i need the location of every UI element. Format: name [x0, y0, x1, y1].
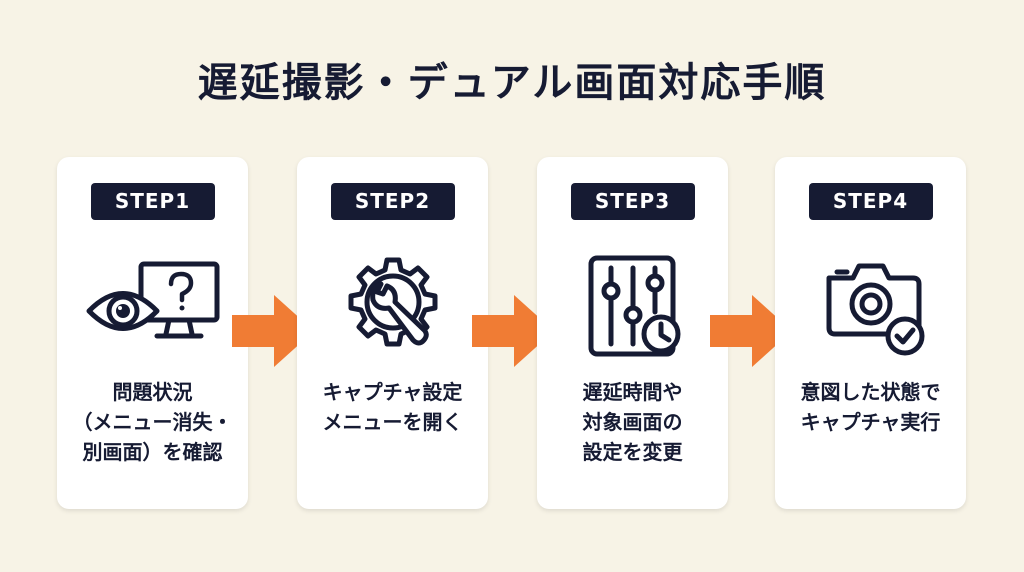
- page-title: 遅延撮影・デュアル画面対応手順: [197, 60, 827, 106]
- step-3-caption-line: 対象画面の: [582, 410, 683, 434]
- step-4-badge: STEP4: [808, 183, 933, 220]
- eye-monitor-question-icon: [83, 254, 223, 359]
- arrow-right-icon: [710, 295, 792, 367]
- step-1-caption-line: （メニュー消失・: [72, 410, 233, 434]
- step-4-card: STEP4 意図した状態で キャプチャ実行: [775, 157, 966, 509]
- arrow-right-icon: [232, 295, 314, 367]
- camera-check-icon: [801, 254, 941, 359]
- step-4-caption-line: キャプチャ実行: [800, 410, 941, 434]
- step-1-badge: STEP1: [90, 183, 215, 220]
- step-4-caption-line: 意図した状態で: [800, 380, 941, 404]
- step-1-caption-line: 別画面）を確認: [82, 440, 223, 464]
- step-3-caption: 遅延時間や 対象画面の 設定を変更: [537, 377, 728, 467]
- step-4-caption: 意図した状態で キャプチャ実行: [775, 377, 966, 437]
- step-3-badge: STEP3: [570, 183, 695, 220]
- step-3-caption-line: 設定を変更: [582, 440, 683, 464]
- step-3-card: STEP3 遅延時間や 対象画面の 設定を変更: [537, 157, 728, 509]
- step-1-card: STEP1 問題状況 （メニュー消失・ 別画面）を確認: [57, 157, 248, 509]
- step-3-caption-line: 遅延時間や: [582, 380, 683, 404]
- arrow-right-icon: [472, 295, 554, 367]
- step-2-caption: キャプチャ設定 メニューを開く: [297, 377, 488, 437]
- step-2-badge: STEP2: [330, 183, 455, 220]
- step-2-caption-line: キャプチャ設定: [322, 380, 463, 404]
- step-1-caption-line: 問題状況: [112, 380, 193, 404]
- sliders-clock-icon: [563, 254, 703, 359]
- step-2-card: STEP2 キャプチャ設定 メニューを開く: [297, 157, 488, 509]
- step-1-caption: 問題状況 （メニュー消失・ 別画面）を確認: [57, 377, 248, 467]
- gear-wrench-icon: [323, 254, 463, 359]
- step-2-caption-line: メニューを開く: [322, 410, 463, 434]
